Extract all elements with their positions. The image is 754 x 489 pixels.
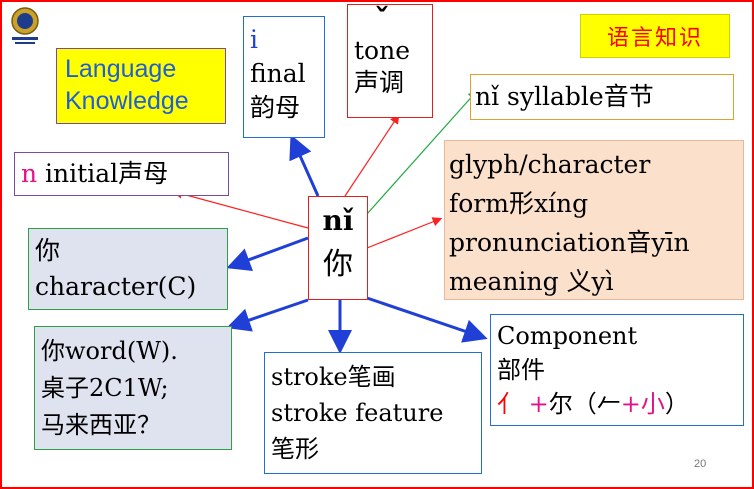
arrow-to-component xyxy=(366,296,488,343)
component-part-4: 小 xyxy=(640,390,665,418)
arrow-to-word xyxy=(226,298,309,332)
word-box: 你word(W). 桌子2C1W; 马来西亚？ xyxy=(34,326,232,450)
initial-text: initial声母 xyxy=(37,159,169,188)
character-hanzi: 你 xyxy=(35,236,61,265)
language-knowledge-box: Language Knowledge xyxy=(56,48,226,124)
component-box: Component 部件 亻 +尔（𠂉+小） xyxy=(490,314,744,426)
glyph-line-2: form形xíng xyxy=(449,189,589,218)
component-part-3: 𠂉 xyxy=(596,390,621,418)
stroke-line-1: stroke笔画 xyxy=(271,363,396,391)
initial-letter: n xyxy=(21,159,38,188)
final-letter: i xyxy=(250,25,258,54)
word-line-1: 你word(W). xyxy=(41,337,178,365)
component-plus-2: + xyxy=(620,390,641,418)
component-part-2: 尔（ xyxy=(548,390,597,418)
glyph-box: glyph/character form形xíng pronunciation音… xyxy=(444,140,744,300)
tone-mark: ˇ xyxy=(374,1,390,39)
stroke-line-2: stroke feature xyxy=(271,399,444,427)
initial-box: n initial声母 xyxy=(14,152,229,196)
syllable-text: syllable音节 xyxy=(499,82,654,111)
arrow-to-glyph xyxy=(366,217,443,249)
title-badge-text: 语言知识 xyxy=(606,26,703,51)
center-nucleus-box: nǐ 你 xyxy=(308,196,368,300)
character-label: character(C) xyxy=(35,272,197,301)
page-number: 20 xyxy=(694,458,707,470)
component-plus-1: + xyxy=(521,390,549,418)
center-hanzi: 你 xyxy=(323,247,353,282)
title-badge: 语言知识 xyxy=(580,14,730,58)
component-part-1: 亻 xyxy=(497,390,521,418)
arrow-to-character xyxy=(226,236,309,272)
arrow-to-initial xyxy=(172,189,309,229)
syllable-pinyin: nǐ xyxy=(475,82,500,111)
glyph-line-4: meaning 义yì xyxy=(449,267,614,296)
word-line-3: 马来西亚？ xyxy=(41,411,161,439)
tone-chinese: 声调 xyxy=(354,68,405,97)
language-knowledge-label: Language Knowledge xyxy=(65,55,189,115)
syllable-box: nǐ syllable音节 xyxy=(470,74,734,120)
arrow-to-final xyxy=(289,134,320,197)
component-line-2: 部件 xyxy=(497,356,545,384)
component-formula: 亻 +尔（𠂉+小） xyxy=(497,387,743,421)
character-box: 你 character(C) xyxy=(28,228,228,310)
tone-box: ˇ tone 声调 xyxy=(347,4,433,118)
glyph-line-1: glyph/character xyxy=(449,150,651,179)
center-pinyin: nǐ xyxy=(322,204,354,237)
final-box: i final 韵母 xyxy=(243,16,325,138)
stroke-box: stroke笔画 stroke feature 笔形 xyxy=(264,352,482,474)
stroke-line-3: 笔形 xyxy=(271,435,319,463)
arrow-to-tone xyxy=(344,113,400,197)
component-close: ） xyxy=(664,390,689,418)
final-word: final xyxy=(250,59,306,88)
tone-word: tone xyxy=(354,36,410,65)
word-line-2: 桌子2C1W; xyxy=(41,374,169,402)
component-line-1: Component xyxy=(497,322,638,350)
final-chinese: 韵母 xyxy=(250,93,301,122)
glyph-line-3: pronunciation音yīn xyxy=(449,228,690,257)
arrow-to-syllable xyxy=(366,90,478,215)
university-logo xyxy=(8,6,42,46)
